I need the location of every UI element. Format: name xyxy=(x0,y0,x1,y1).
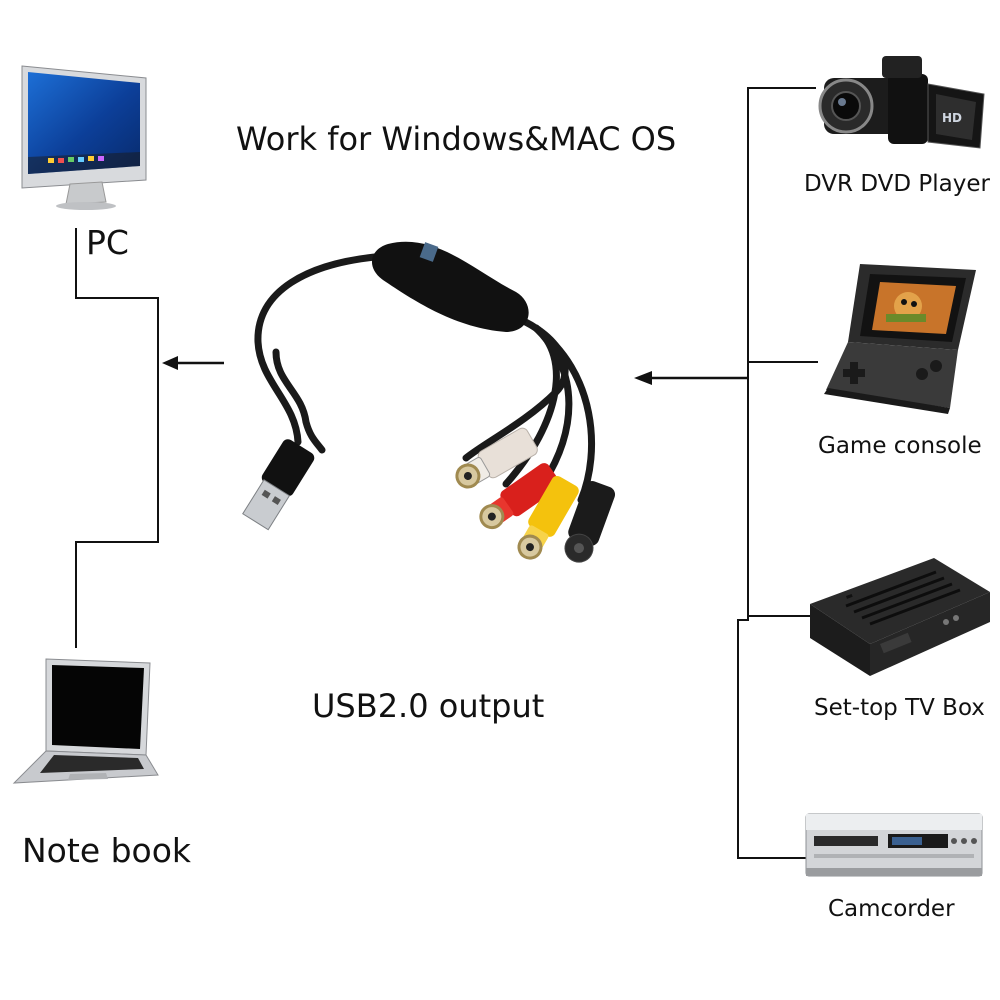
desktop-monitor-icon xyxy=(18,62,150,212)
page-title: Work for Windows&MAC OS xyxy=(236,120,677,158)
svg-text:HD: HD xyxy=(942,111,962,125)
laptop-icon xyxy=(10,655,160,785)
pc-label: PC xyxy=(86,223,129,262)
usb-av-capture-cable-icon xyxy=(236,232,616,592)
handheld-game-console-icon xyxy=(820,258,980,418)
arrow-to-adapter-icon xyxy=(634,371,748,385)
notebook-label: Note book xyxy=(22,831,192,870)
device-bus-line xyxy=(747,87,816,378)
arrow-to-computer-icon xyxy=(162,356,224,370)
dvd-player-icon xyxy=(804,812,984,878)
output-label: USB2.0 output xyxy=(312,687,545,725)
pc-connector-line xyxy=(75,228,159,648)
device-label-game-console: Game console xyxy=(818,433,982,459)
device-label-set-top-box: Set-top TV Box xyxy=(814,695,985,721)
device-label-dvr: DVR DVD Player xyxy=(804,171,990,197)
set-top-box-icon xyxy=(806,552,992,682)
video-camera-icon: HD xyxy=(818,44,988,164)
device-label-camcorder: Camcorder xyxy=(828,896,955,922)
